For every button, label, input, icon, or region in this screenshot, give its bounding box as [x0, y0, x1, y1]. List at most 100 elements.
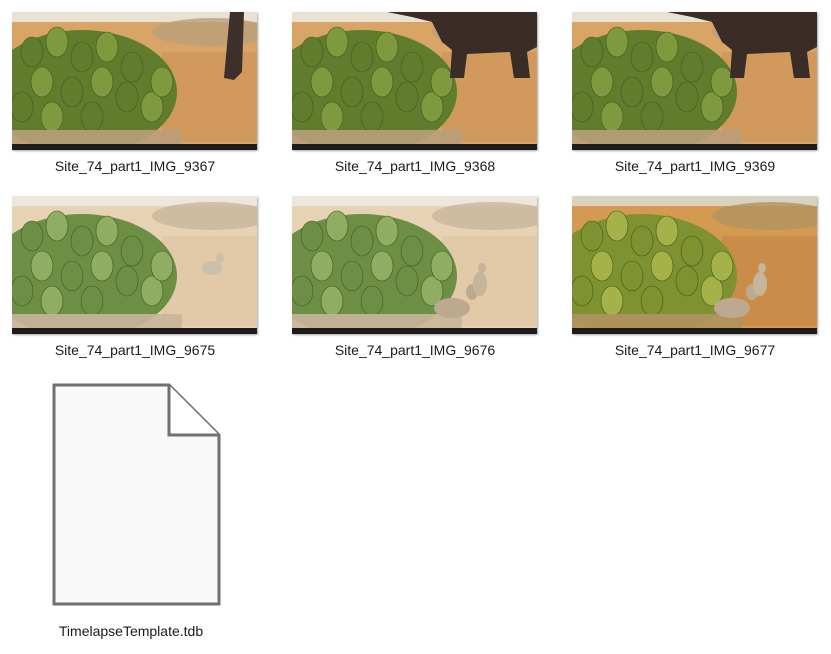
file-tile-5[interactable]: Site_74_part1_IMG_9676	[280, 196, 560, 359]
cactus-pad	[150, 66, 174, 98]
file-tile-4[interactable]: Site_74_part1_IMG_9675	[0, 196, 280, 359]
dikdik	[753, 272, 767, 296]
cactus-pad	[590, 66, 614, 98]
cactus-pad	[430, 250, 454, 282]
camera-info-strip	[12, 328, 257, 334]
thumb-svg-1	[292, 12, 537, 150]
cactus-pad	[140, 91, 164, 123]
cactus-pad	[30, 250, 54, 282]
dikdik-head	[216, 253, 224, 263]
cactus-pad	[572, 91, 594, 123]
cactus-pad	[20, 220, 44, 252]
image-thumbnail-icon[interactable]	[572, 196, 817, 334]
file-tile-1[interactable]: Site_74_part1_IMG_9367	[0, 12, 280, 175]
cactus-pad	[655, 215, 679, 247]
image-thumbnail-icon[interactable]	[12, 12, 257, 150]
cactus-pad	[45, 210, 69, 242]
dikdik-head	[478, 263, 486, 273]
cactus-pad	[375, 31, 399, 63]
file-name-label: Site_74_part1_IMG_9676	[334, 342, 496, 358]
camera-info-strip	[292, 328, 537, 334]
cactus-pad	[590, 250, 614, 282]
file-tile-3[interactable]: Site_74_part1_IMG_9369	[560, 12, 831, 175]
elephant-body	[387, 12, 537, 78]
cactus-pad	[292, 275, 314, 307]
cactus-pad	[150, 250, 174, 282]
cactus-pad	[12, 91, 34, 123]
dikdik-head	[758, 263, 766, 273]
file-tile-document[interactable]: TimelapseTemplate.tdb	[6, 382, 221, 640]
generic-file-icon[interactable]	[51, 382, 223, 610]
cactus-pad	[60, 260, 84, 292]
cactus-pad	[40, 285, 64, 317]
cactus-pad	[655, 31, 679, 63]
thumb-svg-4	[292, 196, 537, 334]
file-tile-2[interactable]: Site_74_part1_IMG_9368	[280, 12, 560, 175]
image-thumbnail-icon[interactable]	[12, 196, 257, 334]
cactus-pad	[45, 26, 69, 58]
photo-scrub	[712, 202, 817, 230]
photo-scrub	[152, 202, 257, 230]
image-thumbnail-icon[interactable]	[572, 12, 817, 150]
cactus-pad	[292, 91, 314, 123]
file-tile-6[interactable]: Site_74_part1_IMG_9677	[560, 196, 831, 359]
image-thumbnail-icon[interactable]	[292, 12, 537, 150]
photo-sky	[292, 196, 537, 206]
cactus-pad	[605, 26, 629, 58]
photo-sky	[12, 196, 257, 206]
cactus-pad	[605, 210, 629, 242]
cactus-pad	[310, 66, 334, 98]
cactus-pad	[95, 31, 119, 63]
file-name-label: Site_74_part1_IMG_9367	[54, 158, 216, 174]
cactus-pad	[325, 26, 349, 58]
dikdik	[473, 272, 487, 296]
cactus-pad	[370, 250, 394, 282]
dikdik	[714, 298, 750, 318]
thumb-svg-0	[12, 12, 257, 150]
cactus-pad	[90, 250, 114, 282]
cactus-pad	[580, 220, 604, 252]
cactus-pad	[395, 265, 419, 297]
camera-info-strip	[12, 144, 257, 150]
cactus-pad	[12, 275, 34, 307]
cactus-pad	[375, 215, 399, 247]
cactus-pad	[420, 275, 444, 307]
cactus-pad	[650, 66, 674, 98]
file-name-label: Site_74_part1_IMG_9675	[54, 342, 216, 358]
image-thumbnail-icon[interactable]	[292, 196, 537, 334]
cactus-pad	[600, 101, 624, 133]
cactus-pad	[620, 260, 644, 292]
cactus-pad	[300, 220, 324, 252]
cactus-pad	[120, 51, 144, 83]
cactus-pad	[340, 76, 364, 108]
elephant-body	[667, 12, 817, 78]
camera-info-strip	[572, 144, 817, 150]
file-name-label: Site_74_part1_IMG_9368	[334, 158, 496, 174]
cactus-pad	[710, 66, 734, 98]
cactus-pad	[572, 275, 594, 307]
cactus-pad	[420, 91, 444, 123]
photo-sky	[12, 12, 257, 22]
dikdik	[434, 298, 470, 318]
cactus-pad	[350, 225, 374, 257]
cactus-pad	[90, 66, 114, 98]
cactus-pad	[580, 36, 604, 68]
cactus-pad	[70, 41, 94, 73]
photo-scrub	[432, 202, 537, 230]
file-name-label: Site_74_part1_IMG_9369	[614, 158, 776, 174]
cactus-pad	[680, 51, 704, 83]
cactus-pad	[325, 210, 349, 242]
cactus-pad	[320, 101, 344, 133]
file-name-label: Site_74_part1_IMG_9677	[614, 342, 776, 358]
thumb-svg-2	[572, 12, 817, 150]
cactus-pad	[310, 250, 334, 282]
cactus-pad	[70, 225, 94, 257]
cactus-pad	[400, 51, 424, 83]
file-name-label: TimelapseTemplate.tdb	[58, 623, 204, 639]
cactus-pad	[360, 285, 384, 317]
cactus-pad	[80, 101, 104, 133]
dikdik	[202, 261, 222, 275]
cactus-pad	[320, 285, 344, 317]
camera-info-strip	[572, 328, 817, 334]
cactus-pad	[60, 76, 84, 108]
